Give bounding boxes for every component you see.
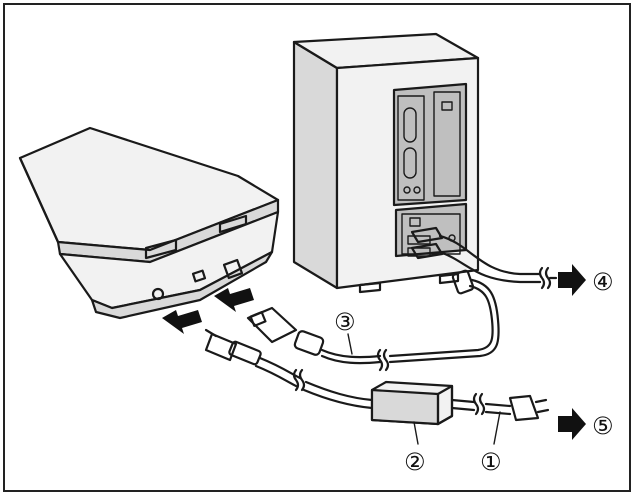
leader-3 [347,333,353,355]
callout-3: ③ [334,308,356,336]
ac-adapter [370,380,454,426]
callout-2: ② [404,448,426,476]
usb-cable [246,278,500,372]
arrow-to-outlet [558,408,586,440]
callout-4: ④ [592,268,614,296]
callout-5: ⑤ [592,412,614,440]
computer-cables [438,234,558,295]
dc-cable [204,328,374,410]
arrow-usb-insert [214,288,254,312]
callout-1: ① [480,448,502,476]
insert-arrows [162,288,254,334]
power-cord [450,392,550,422]
computer-tower [292,32,480,294]
leader-1 [493,411,501,445]
arrow-to-computer [558,264,586,296]
leader-2 [413,421,419,445]
arrow-dc-insert [162,310,202,334]
scanner [18,126,280,320]
